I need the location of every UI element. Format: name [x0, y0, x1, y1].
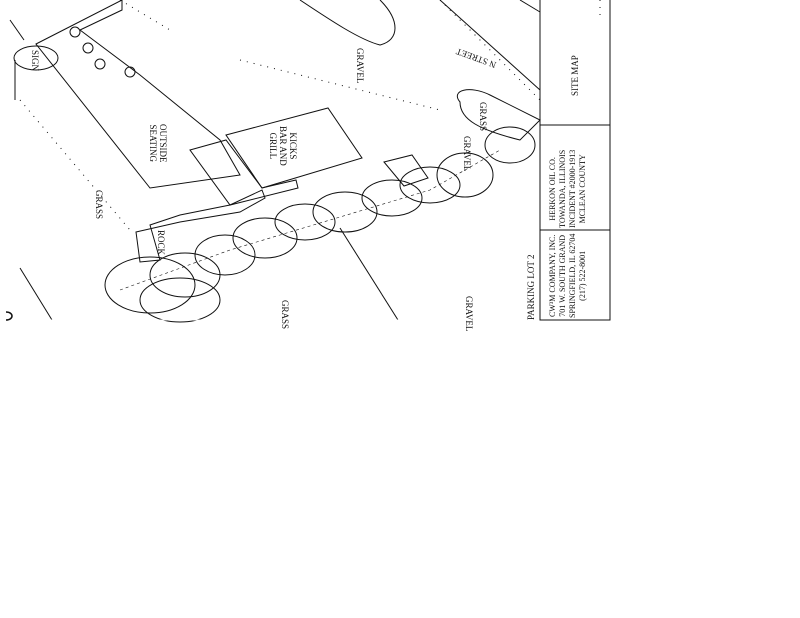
sheet-title: SITE MAP: [570, 55, 580, 96]
gravel-bottom-label: GRAVEL: [464, 296, 474, 332]
property-line-top: [239, 59, 441, 111]
title-block-frame: [539, 0, 611, 321]
outside-seating-outline: [35, 0, 241, 189]
parking-lot-label: PARKING LOT 2: [526, 254, 536, 320]
client-info: HERKON OIL CO. TOWANDA, ILLINOIS INCIDEN…: [548, 149, 587, 228]
rock-label: ROCK: [156, 230, 166, 256]
gravel-mid-label: GRAVEL: [462, 136, 472, 172]
grass-left-label: GRASS: [94, 190, 104, 220]
rock-wing-outline: [135, 189, 266, 263]
left-boundary-line: [19, 267, 53, 321]
kicks-building-outline: [225, 107, 363, 189]
property-line-left: [19, 99, 131, 231]
gravel-boundary-line: [339, 227, 399, 321]
sign-circle: [13, 45, 59, 71]
grass-right-label: GRASS: [478, 102, 488, 132]
right-top-edge: [519, 0, 541, 13]
grass-island-right: [457, 89, 541, 141]
kicks-bar-label: KICKS BAR AND GRILL: [268, 126, 298, 166]
top-road-line: [439, 0, 541, 91]
property-line-right: [439, 0, 541, 101]
gravel-top-label: GRAVEL: [355, 48, 365, 84]
company-info: CW³M COMPANY, INC. 701 W. SOUTH GRAND SP…: [548, 233, 587, 318]
sign-label: SIGN: [30, 50, 40, 72]
gravel-box: [383, 154, 429, 187]
top-road-edge: [299, 0, 396, 46]
outside-seating-label: OUTSIDE SEATING: [148, 124, 168, 163]
grass-bottom-label: GRASS: [280, 300, 290, 330]
